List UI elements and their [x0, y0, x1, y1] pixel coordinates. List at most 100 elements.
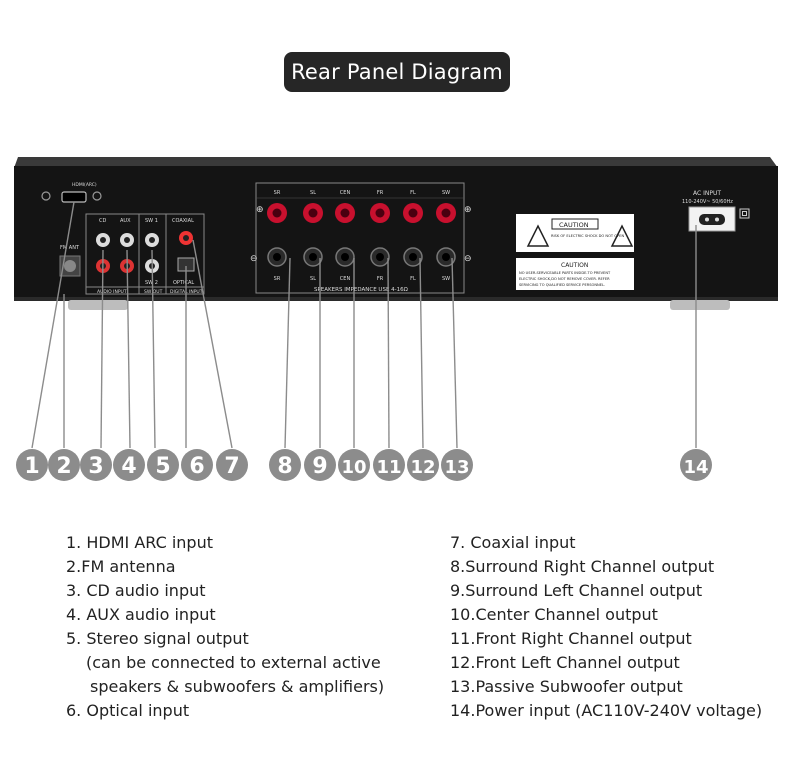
legend-item: 9.Surround Left Channel output: [450, 581, 703, 600]
leader-line: [387, 257, 390, 449]
legend-item: 3. CD audio input: [66, 581, 206, 600]
warning-icon: [610, 224, 634, 247]
foot-left: [68, 300, 128, 310]
optical-label: OPTICAL: [173, 280, 194, 286]
legend-item: 5. Stereo signal output: [66, 629, 249, 648]
audio-input-label: AUDIO INPUT: [97, 289, 127, 295]
speaker-binding-post-icon: [267, 203, 287, 267]
speaker-bottom-label: CEN: [340, 276, 351, 282]
leader-line: [31, 201, 75, 449]
callout-number: 9: [312, 454, 327, 479]
leader-line: [451, 257, 458, 449]
callout-10: 10: [338, 449, 370, 481]
coaxial-jack-icon: [179, 231, 193, 245]
speaker-top-label: SL: [310, 190, 316, 196]
callout-14: 14: [680, 449, 712, 481]
speaker-binding-post-icon: [303, 203, 323, 267]
hdmi-port-icon: [61, 191, 87, 203]
speaker-top-label: FR: [377, 190, 384, 196]
callout-6: 6: [181, 449, 213, 481]
minus-icon: ⊖: [464, 254, 472, 264]
callout-number: 7: [224, 454, 239, 479]
callout-number: 11: [376, 457, 401, 478]
speaker-bottom-label: SW: [442, 276, 450, 282]
leader-line: [100, 249, 104, 449]
callout-3: 3: [80, 449, 112, 481]
leader-line: [126, 249, 131, 449]
speaker-bottom-label: SL: [310, 276, 316, 282]
legend-item: 14.Power input (AC110V-240V voltage): [450, 701, 763, 720]
caution-label-2: [516, 258, 634, 290]
callout-4: 4: [113, 449, 145, 481]
speaker-binding-post-icon: [335, 203, 355, 267]
caution2-text-3: SERVICING TO QUALIFIED SERVICE PERSONNEL…: [519, 283, 605, 287]
foot-right: [670, 300, 730, 310]
plus-icon: ⊕: [256, 205, 264, 215]
callout-number: 3: [88, 454, 103, 479]
callout-number: 4: [121, 454, 136, 479]
plus-icon: ⊕: [464, 205, 472, 215]
callout-12: 12: [407, 449, 439, 481]
speaker-bottom-label: FL: [410, 276, 416, 282]
speaker-top-label: SW: [442, 190, 450, 196]
ac-input-label: AC INPUT: [693, 190, 721, 197]
callout-1: 1: [16, 449, 48, 481]
speaker-bottom-label: SR: [274, 276, 281, 282]
legend-item: 12.Front Left Channel output: [450, 653, 680, 672]
callout-number: 6: [189, 454, 204, 479]
legend-item: 11.Front Right Channel output: [450, 629, 692, 648]
callout-number: 12: [410, 457, 435, 478]
double-insulation-icon: [739, 208, 750, 219]
panel-top-bevel: [14, 157, 778, 168]
fm-label: FM ANT: [60, 245, 80, 251]
callout-13: 13: [441, 449, 473, 481]
sw1-label: SW 1: [145, 218, 158, 224]
speaker-binding-post-icon: [436, 203, 456, 267]
ac-spec-label: 110-240V~ 50/60Hz: [682, 199, 733, 205]
sw2-label: SW 2: [145, 280, 158, 286]
speaker-top-label: FL: [410, 190, 416, 196]
caution-title: CAUTION: [559, 221, 589, 229]
callout-5: 5: [147, 449, 179, 481]
callout-11: 11: [373, 449, 405, 481]
caution2-title: CAUTION: [561, 262, 588, 269]
hdmi-label: HDMI(ARC): [72, 182, 97, 188]
callout-number: 14: [683, 457, 708, 478]
legend-left: 1. HDMI ARC input 2.FM antenna 3. CD aud…: [66, 531, 384, 723]
legend-item: 2.FM antenna: [66, 557, 176, 576]
speaker-top-label: CEN: [340, 190, 351, 196]
legend-item: 6. Optical input: [66, 701, 190, 720]
caution2-text-1: NO USER-SERVICEABLE PARTS INSIDE.TO PREV…: [519, 271, 611, 275]
speakers-impedance-label: SPEAKERS IMPEDANCE USE 4-16Ω: [314, 287, 408, 293]
legend-item: 13.Passive Subwoofer output: [450, 677, 683, 696]
sw-out-rca-jacks-icon: [145, 233, 159, 273]
speaker-top-label: SR: [274, 190, 281, 196]
screw-icon: [41, 191, 51, 201]
callout-7: 7: [216, 449, 248, 481]
callout-8: 8: [269, 449, 301, 481]
minus-icon: ⊖: [250, 254, 258, 264]
speaker-bottom-label: FR: [377, 276, 384, 282]
legend-item: speakers & subwoofers & amplifiers): [90, 677, 385, 696]
callout-number: 8: [277, 454, 292, 479]
diagram-title: Rear Panel Diagram: [284, 52, 510, 92]
callout-2: 2: [48, 449, 80, 481]
speaker-binding-post-icon: [370, 203, 390, 267]
callout-number: 13: [444, 457, 469, 478]
panel-body: [14, 166, 778, 300]
callout-number: 5: [155, 454, 170, 479]
legend-item: 7. Coaxial input: [450, 533, 576, 552]
caution-sub: RISK OF ELECTRIC SHOCK DO NOT OPEN: [551, 234, 625, 238]
leader-line: [419, 257, 424, 449]
screw-icon: [92, 191, 102, 201]
caution2-text-2: ELECTRIC SHOCK,DO NOT REMOVE COVER. REFE…: [519, 277, 610, 281]
legend-item: (can be connected to external active: [86, 653, 381, 672]
legend-item: 4. AUX audio input: [66, 605, 216, 624]
cd-label: CD: [99, 218, 106, 224]
legend-item: 8.Surround Right Channel output: [450, 557, 715, 576]
leader-line: [192, 239, 233, 449]
callout-number: 2: [56, 454, 71, 479]
leader-line: [284, 257, 291, 449]
leader-line: [151, 249, 156, 449]
rear-panel-drawing: HDMI(ARC) FM ANT CD AUX SW 1 COAXIAL AUD…: [14, 157, 778, 481]
